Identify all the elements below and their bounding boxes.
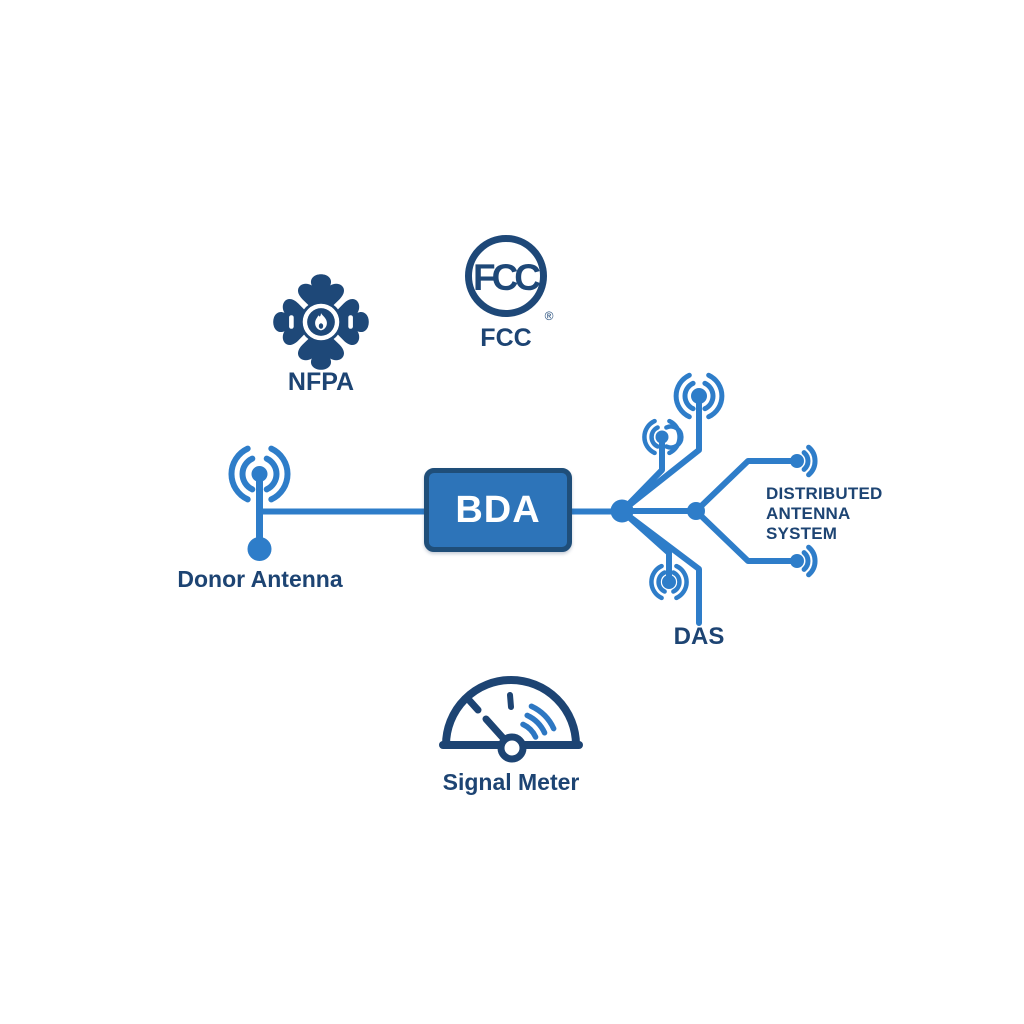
donor-antenna-icon <box>228 445 291 561</box>
gauge-left-tick <box>465 696 482 714</box>
das-antenna-right-upper <box>790 444 818 478</box>
fcc-label: FCC <box>480 324 532 352</box>
junction-node-secondary <box>687 502 705 520</box>
junction-node-main <box>610 499 634 523</box>
das-cluster-icon <box>610 372 818 626</box>
das-antenna-top <box>673 372 725 420</box>
bda-label: BDA <box>455 488 541 531</box>
donor-antenna-label: Donor Antenna <box>177 566 343 592</box>
nfpa-label: NFPA <box>287 368 355 396</box>
fcc-seal-icon: FCC ® <box>465 235 554 323</box>
gauge-top-tick <box>507 692 514 710</box>
das-antenna-right-lower <box>790 544 818 578</box>
das-antenna-bottom <box>649 563 689 601</box>
das-feed-line <box>619 508 702 626</box>
distributed-antenna-system-label: DISTRIBUTED ANTENNA SYSTEM <box>766 484 883 543</box>
fcc-seal-text: FCC <box>473 257 540 298</box>
das-antenna-upper-small <box>642 418 684 456</box>
bda-box: BDA <box>424 468 572 552</box>
fcc-registered-mark: ® <box>545 309 554 323</box>
das-label: DAS <box>673 623 725 650</box>
gauge-hub <box>497 733 527 763</box>
signal-meter-label: Signal Meter <box>442 769 580 795</box>
gauge-signal-arcs <box>520 703 557 740</box>
nfpa-maltese-cross-flame-icon <box>273 274 369 370</box>
gauge-icon <box>439 676 583 763</box>
